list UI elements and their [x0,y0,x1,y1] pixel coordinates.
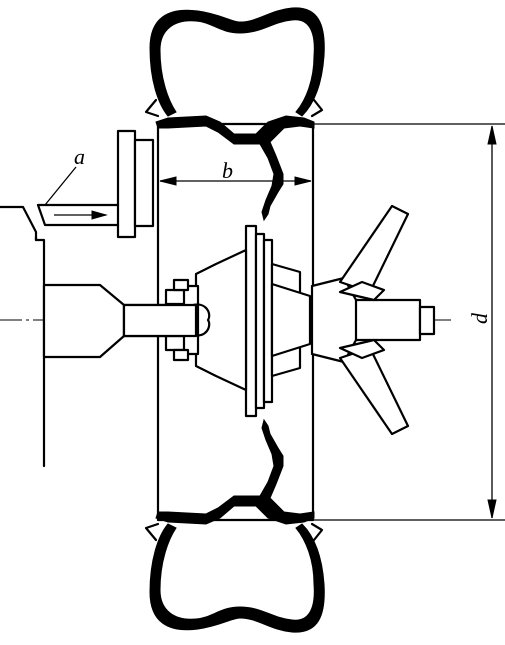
rim-profile-top [155,115,315,222]
valve-lip-bottom-left [144,522,160,542]
tyre-bottom [149,523,325,633]
wing-nut [310,204,410,436]
distance-gauge-arm [36,129,155,239]
valve-lip-top-right [310,98,324,118]
leader-line-a [44,166,77,206]
centering-cone [270,262,312,378]
gauge-arrow [54,210,108,220]
mounting-flange [164,224,274,418]
dimension-d [313,123,505,521]
rim-profile-bottom [155,418,315,525]
machine-body [0,205,46,468]
valve-lip-bottom-right [310,522,324,542]
dimension-b [159,176,312,186]
label-d: d [467,312,492,324]
label-b: b [222,158,233,183]
valve-lip-top-left [144,98,160,118]
label-a: a [74,144,85,169]
tyre-top [149,7,325,117]
